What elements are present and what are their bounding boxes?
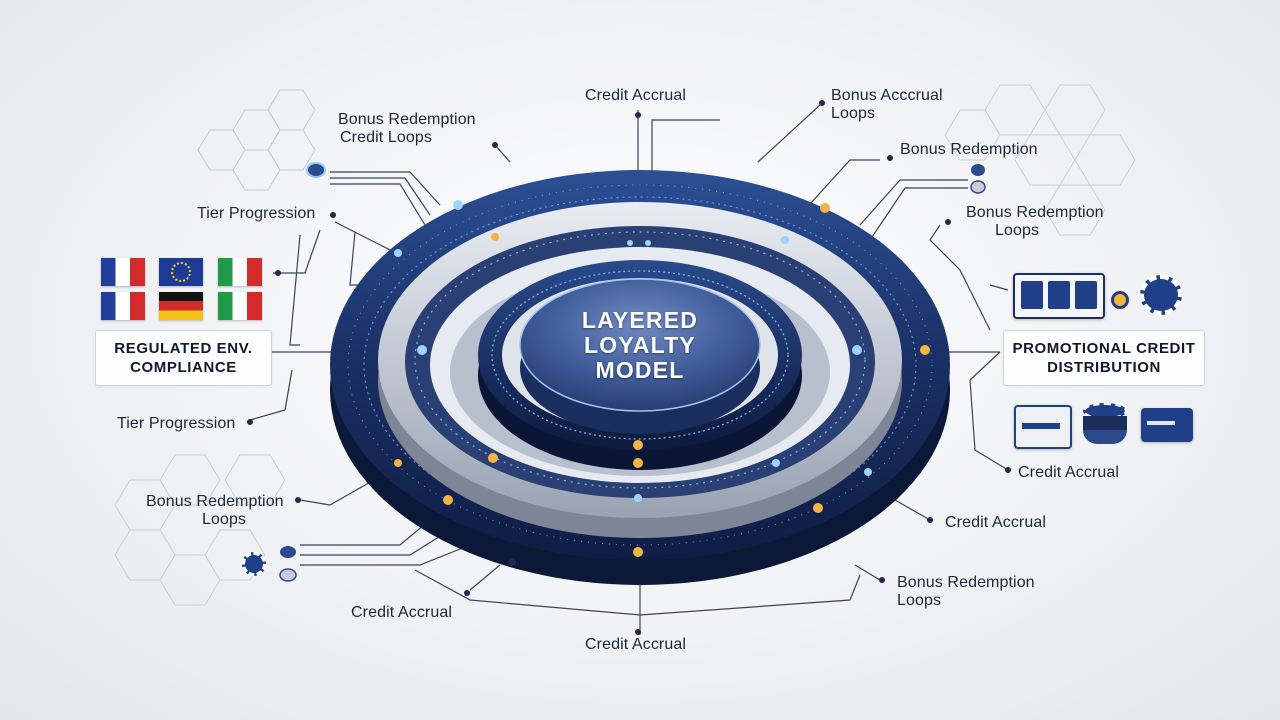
label-credit-accrual-bottom: Credit Accrual [585,636,686,653]
hex-grid-top-right [944,84,1136,236]
flag-eu-icon [159,258,203,286]
label-loops-top-right: Loops [831,105,876,122]
label-bonus-redemption-loops-right: Bonus Redemption [966,204,1104,221]
connector-dots [247,100,1011,635]
coin-icon [1111,291,1129,309]
regulated-compliance-box: REGULATED ENV. COMPLIANCE [95,330,272,386]
glow-nodes [394,200,930,566]
title-line: LAYERED [581,307,699,333]
label-bonus-redemption-right: Bonus Redemption [900,141,1038,158]
bonus-card-icon [1014,405,1072,449]
label-bonus-redemption-bottom-right: Bonus Redemption [897,574,1035,591]
flag-germany-icon [159,292,203,320]
label-credit-accrual-right-1: Credit Accrual [1018,464,1119,481]
title-line: MODEL [595,357,685,383]
flag-italy-icon [218,258,262,286]
toggle-icons [279,162,986,582]
flag-italy-icon [218,292,262,320]
box-line: REGULATED ENV. [114,340,253,357]
payment-card-icon [1141,408,1193,442]
title-line: LOYALTY [584,332,696,358]
hex-grid-top-left [197,89,316,191]
label-bonus-redemption-top-left: Bonus Redemption [338,111,476,128]
label-credit-loops-top-left: Credit Loops [340,129,432,146]
label-loops-bottom-right: Loops [897,592,942,609]
label-tier-progression-top: Tier Progression [197,205,316,222]
chip-stack-icon [1083,403,1127,445]
label-bonus-redemption-left: Bonus Redemption [146,493,284,510]
casino-chip-icon [242,552,266,576]
slot-machine-icon [1013,273,1105,319]
box-line: COMPLIANCE [130,359,237,376]
label-credit-accrual-bottom-left: Credit Accrual [351,604,452,621]
label-loops-left: Loops [202,511,247,528]
label-credit-accrual-right-2: Credit Accrual [945,514,1046,531]
label-credit-accrual-top: Credit Accrual [585,87,686,104]
label-loops-right: Loops [995,222,1040,239]
box-line: PROMOTIONAL CREDIT [1012,340,1196,357]
flag-france-icon [101,258,145,286]
center-disc [519,278,761,434]
box-line: DISTRIBUTION [1047,359,1161,376]
center-title: LAYERED LOYALTY MODEL [520,308,760,383]
label-bonus-accrual-top-right: Bonus Acccrual [831,87,943,104]
casino-chip-icon [1140,275,1182,315]
flag-france-icon [101,292,145,320]
promotional-credit-box: PROMOTIONAL CREDIT DISTRIBUTION [1003,330,1205,386]
hex-grid-bottom-left [114,454,286,606]
label-tier-progression-bottom: Tier Progression [117,415,236,432]
